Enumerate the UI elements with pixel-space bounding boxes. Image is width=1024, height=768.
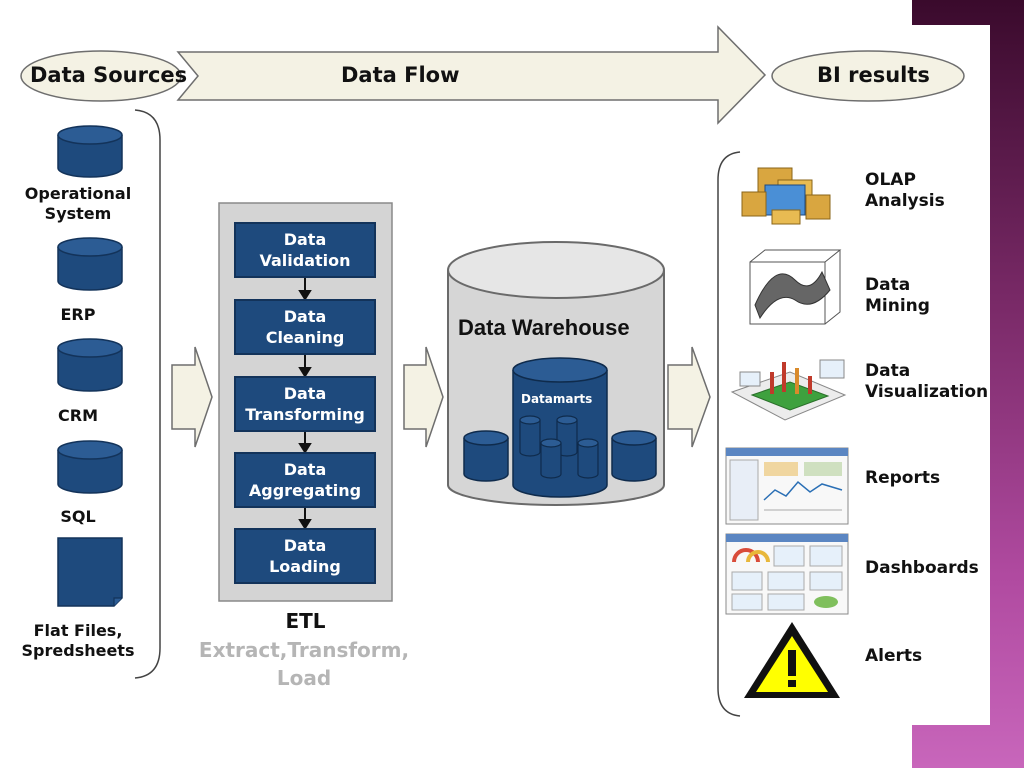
bi-label-olap: OLAP Analysis <box>865 170 945 211</box>
bi-label-data-mining: Data Mining <box>865 275 930 316</box>
source-cylinder-4 <box>57 440 123 494</box>
etl-title: ETL <box>285 609 326 633</box>
dashboards-icon <box>725 533 849 615</box>
arrow-etl-to-warehouse <box>403 346 444 448</box>
source-label-crm: CRM <box>58 406 98 425</box>
etl-step-validation: Data Validation <box>234 222 376 278</box>
flat-file-document-icon <box>57 537 123 607</box>
etl-step-cleaning: Data Cleaning <box>234 299 376 355</box>
data-visualization-icon <box>730 359 847 421</box>
warning-icon <box>744 622 840 698</box>
results-brace <box>717 151 741 717</box>
reports-icon <box>725 447 849 525</box>
data-sources-label: Data Sources <box>30 63 188 87</box>
bi-label-alerts: Alerts <box>865 646 923 666</box>
bi-label-reports: Reports <box>865 468 941 488</box>
etl-step-aggregating: Data Aggregating <box>234 452 376 508</box>
source-label-sql: SQL <box>60 507 96 526</box>
arrow-warehouse-to-bi <box>667 346 711 448</box>
data-flow-label: Data Flow <box>341 63 460 87</box>
source-label-erp: ERP <box>60 305 96 324</box>
etl-subtitle: Extract,Transform, Load <box>198 638 410 690</box>
source-cylinder-1 <box>57 125 123 178</box>
sources-brace <box>134 109 161 679</box>
olap-cube-icon <box>741 167 831 225</box>
bi-label-data-visualization: Data Visualization <box>865 361 989 402</box>
results-ellipse <box>771 50 965 102</box>
warehouse-side-cylinders <box>463 430 657 482</box>
mini-cylinders <box>519 415 599 479</box>
bi-results-label: BI results <box>817 63 930 87</box>
warehouse-title: Data Warehouse <box>458 315 630 340</box>
bi-label-dashboards: Dashboards <box>865 558 979 578</box>
data-flow-arrow <box>176 25 767 125</box>
source-label-operational: Operational System <box>24 184 132 223</box>
data-mining-surface-icon <box>749 249 842 325</box>
source-cylinder-3 <box>57 338 123 392</box>
arrow-sources-to-etl <box>171 346 213 448</box>
sources-ellipse <box>20 50 182 102</box>
datamarts-label: Datamarts <box>521 392 593 406</box>
source-cylinder-2 <box>57 237 123 291</box>
etl-step-transforming: Data Transforming <box>234 376 376 432</box>
source-label-flat-files: Flat Files, Spredsheets <box>21 621 135 660</box>
etl-step-loading: Data Loading <box>234 528 376 584</box>
